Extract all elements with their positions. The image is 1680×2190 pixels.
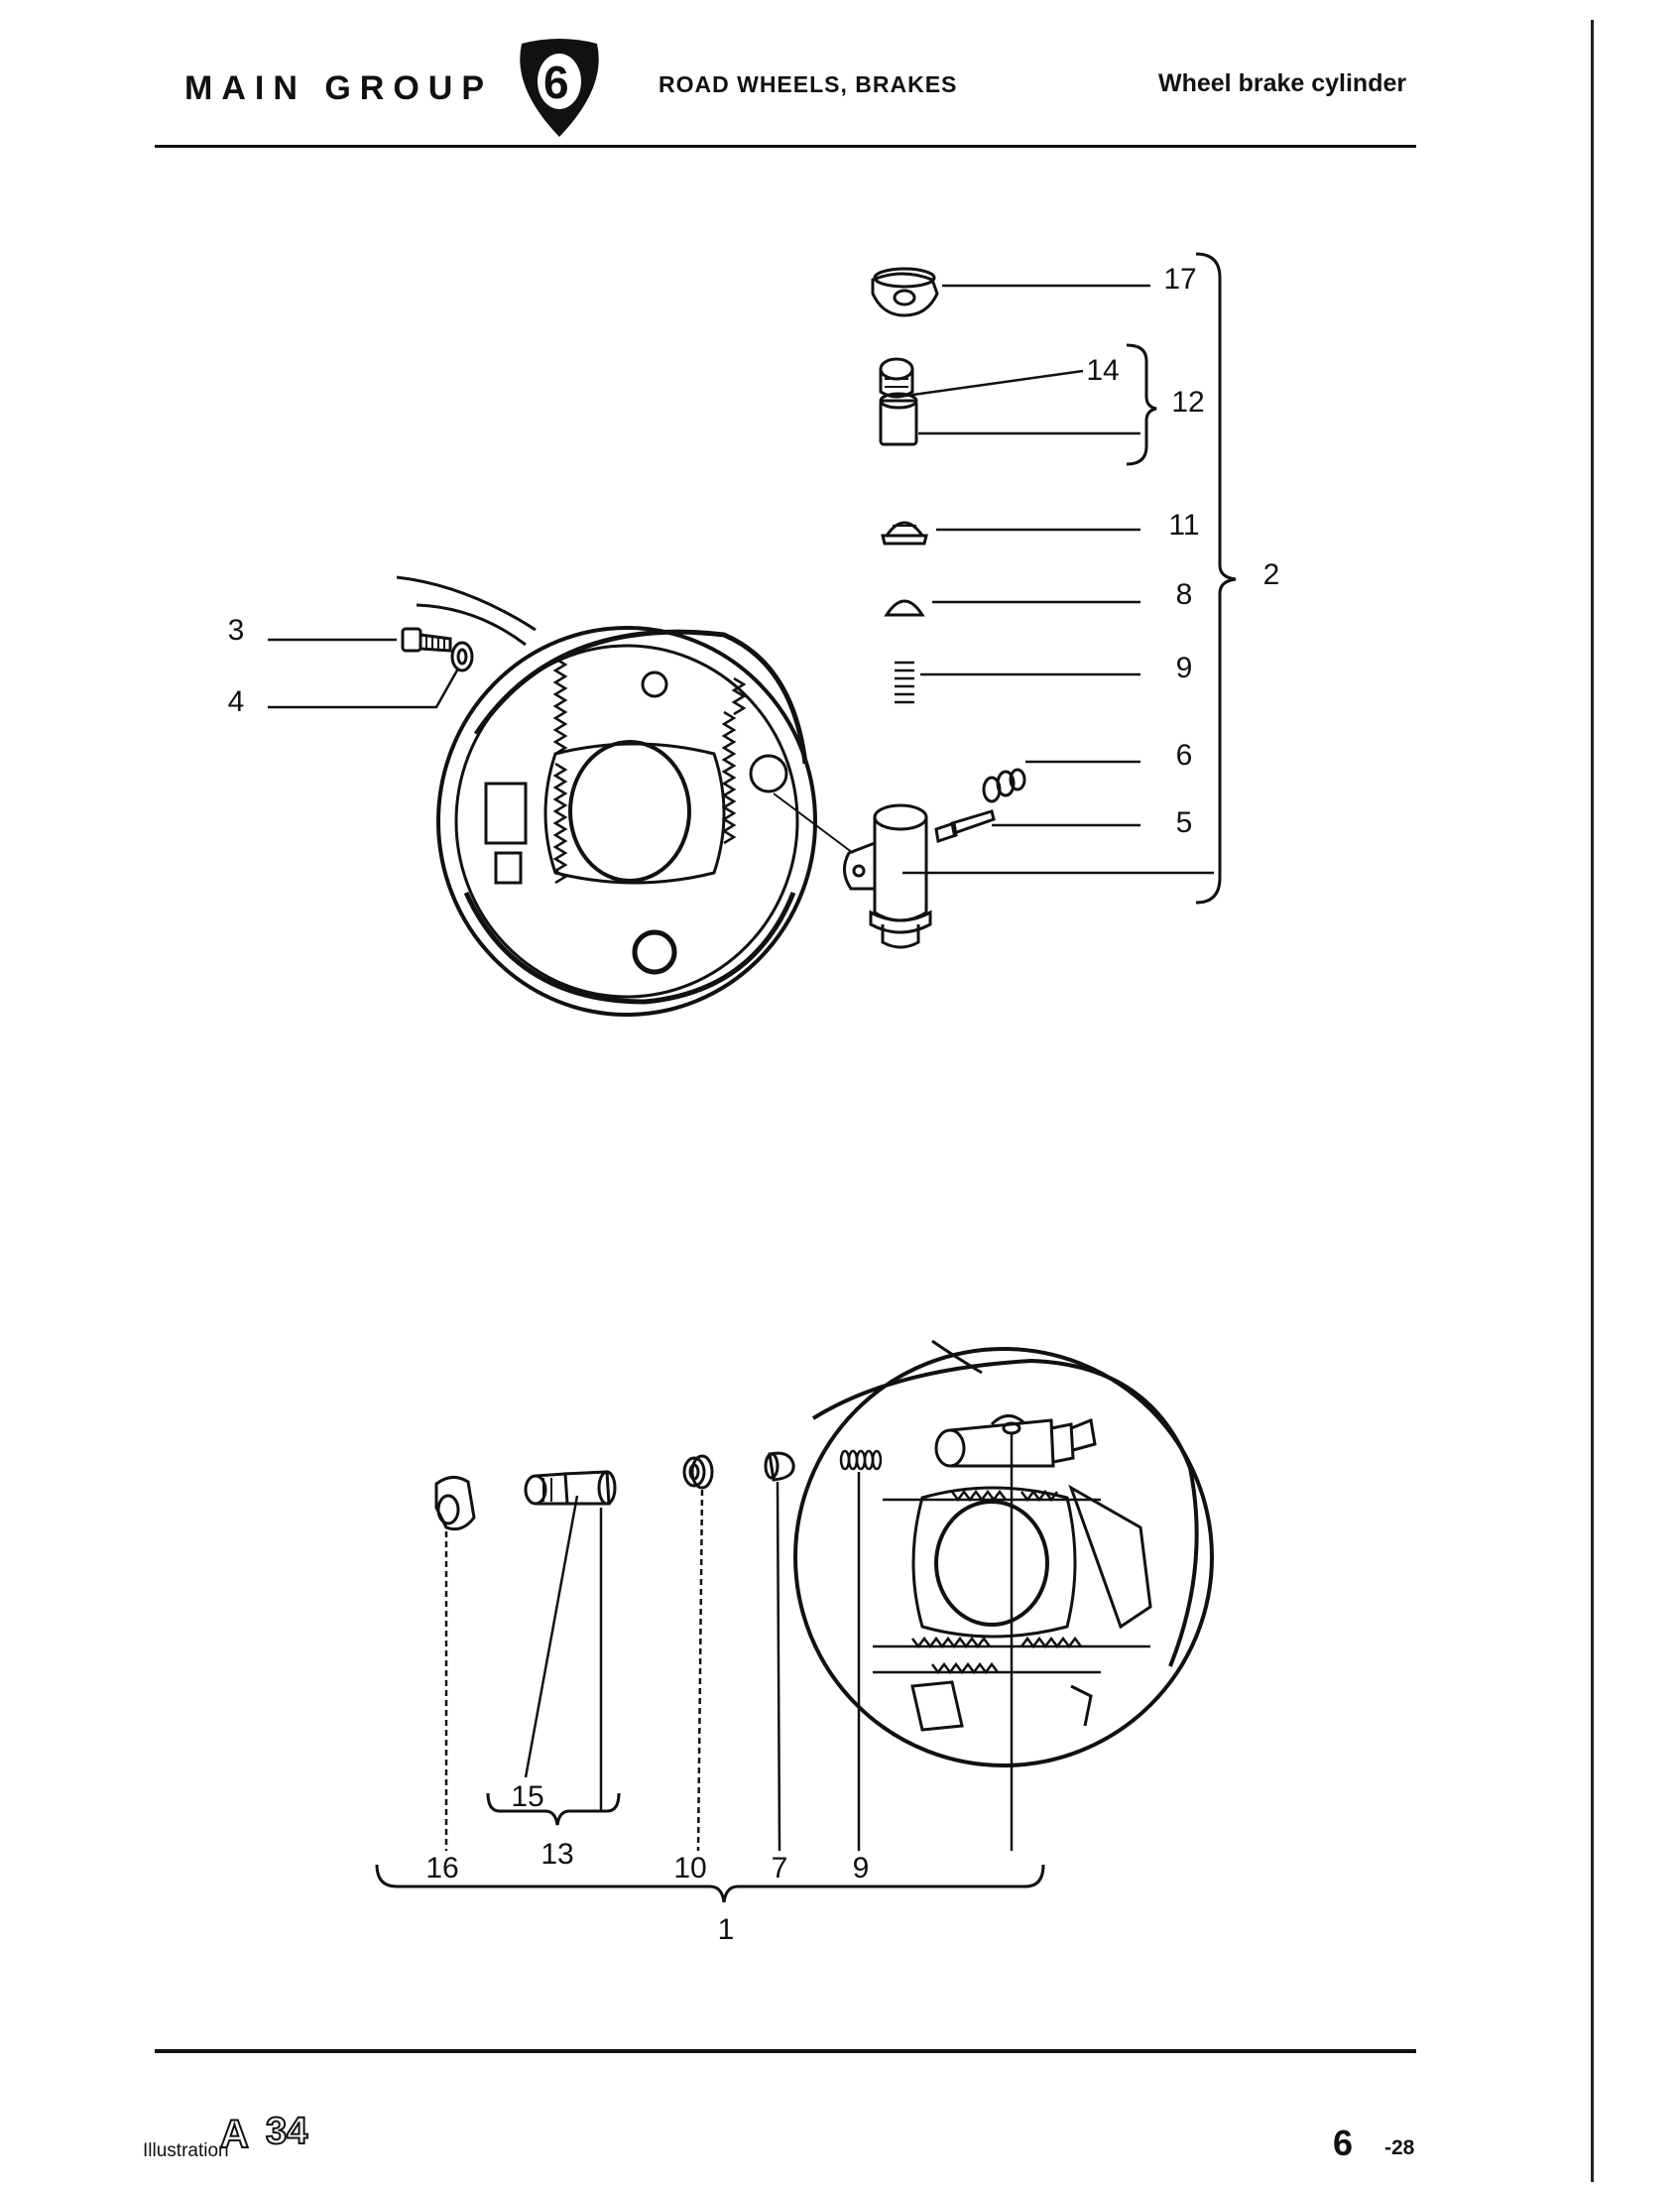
- brackets-bottom: [375, 1792, 1045, 1903]
- brackets-top: [1126, 252, 1237, 905]
- callout-17: 17: [1163, 263, 1197, 296]
- part-12-piston: [879, 357, 918, 446]
- callout-1: 1: [717, 1913, 735, 1946]
- callout-11: 11: [1168, 509, 1200, 542]
- callout-9-bottom: 9: [852, 1852, 870, 1885]
- callout-3: 3: [227, 614, 245, 647]
- illustration-letter: A: [219, 2112, 250, 2157]
- header-main-group-label: MAIN GROUP: [184, 69, 493, 107]
- leaders-top: [268, 284, 1214, 875]
- footer-rule: [155, 2049, 1416, 2053]
- topic-title: Wheel brake cylinder: [1158, 69, 1407, 97]
- part-16-boot: [434, 1476, 476, 1531]
- top-backing-plate: [396, 575, 817, 1017]
- group-number: 6: [543, 57, 569, 108]
- section-title: ROAD WHEELS, BRAKES: [659, 71, 958, 97]
- callout-5: 5: [1175, 806, 1193, 839]
- page-edge-line: [1591, 20, 1594, 2182]
- part-7-expander: [764, 1451, 795, 1482]
- header-rule: [155, 145, 1416, 148]
- illustration-number: 34: [265, 2110, 308, 2153]
- callout-10: 10: [673, 1852, 707, 1885]
- top-springs: [552, 657, 747, 885]
- callout-16: 16: [425, 1852, 459, 1885]
- callout-14: 14: [1086, 354, 1120, 387]
- callout-12: 12: [1171, 386, 1205, 419]
- part-6-dust-cap: [982, 768, 1026, 803]
- bottom-backing-plate: [793, 1339, 1214, 1767]
- washer-4: [450, 641, 474, 672]
- part-10-cup: [682, 1454, 714, 1490]
- bottom-springs: [873, 1489, 1150, 1675]
- part-8-expander: [884, 599, 925, 617]
- callout-7: 7: [771, 1852, 788, 1885]
- callout-9-top: 9: [1175, 652, 1193, 684]
- wheel-cylinder-body-top: [773, 792, 932, 949]
- group-number-badge: 6: [512, 34, 607, 139]
- callout-15: 15: [511, 1780, 544, 1813]
- part-9-spring-bottom: [839, 1449, 883, 1471]
- callout-8: 8: [1175, 578, 1193, 611]
- page-number: 6: [1333, 2123, 1354, 2163]
- callout-13: 13: [540, 1838, 574, 1871]
- part-17-boot: [871, 267, 939, 317]
- leaders-bottom: [444, 1432, 1014, 1852]
- bolt-3: [401, 627, 452, 653]
- part-5-bleeder: [934, 809, 996, 843]
- page-number-sub: -28: [1384, 2136, 1415, 2159]
- part-11-cup: [881, 521, 928, 546]
- wheel-cylinder-body-bottom: [934, 1414, 1097, 1468]
- group-badge-icon: [520, 39, 599, 137]
- callout-2: 2: [1262, 558, 1280, 591]
- illustration-label: Illustration: [143, 2140, 229, 2161]
- callout-4: 4: [227, 685, 245, 718]
- part-13-piston: [524, 1470, 617, 1506]
- callout-6: 6: [1175, 739, 1193, 772]
- part-9-spring: [895, 661, 914, 704]
